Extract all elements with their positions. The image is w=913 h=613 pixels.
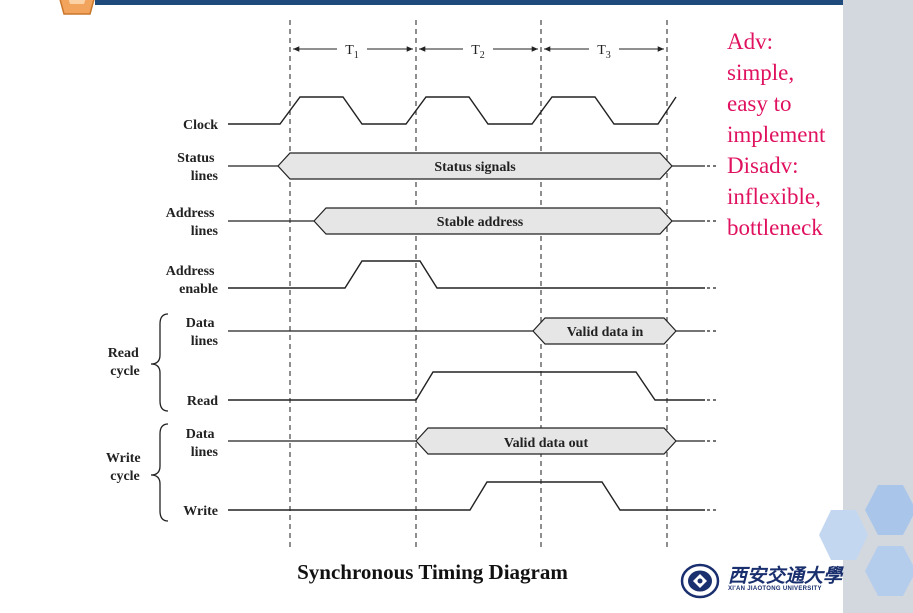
read-data-bus-label: Valid data in	[567, 325, 644, 340]
header-bar	[95, 0, 843, 5]
address-lines-label: Address lines	[166, 206, 219, 239]
university-name-cn: 西安交通大學	[728, 565, 843, 587]
note-line-4: implement	[727, 122, 826, 147]
write-cycle-brace	[150, 423, 169, 522]
period-label-3: T3	[597, 43, 611, 61]
period-label-2: T2	[471, 43, 485, 61]
write-data-bus-label: Valid data out	[504, 436, 589, 451]
university-logo: 西安交通大學 XI'AN JIAOTONG UNIVERSITY	[680, 561, 860, 601]
notes-panel: Adv: simple, easy to implement Disadv: i…	[727, 26, 845, 243]
address-enable-waveform	[228, 260, 705, 289]
note-line-2: simple,	[727, 60, 795, 85]
orange-hexagon-icon	[59, 0, 95, 15]
status-bus-label: Status signals	[434, 160, 516, 175]
read-cycle-brace	[150, 313, 169, 412]
note-line-6: inflexible,	[727, 184, 821, 209]
clock-waveform	[228, 96, 677, 125]
diagram-caption: Synchronous Timing Diagram	[297, 560, 568, 584]
write-waveform	[228, 481, 705, 511]
period-label-1: T1	[345, 43, 359, 61]
write-data-lines-label: Data lines	[186, 427, 219, 460]
status-lines-label: Status lines	[177, 151, 218, 184]
blue-hexagon-icon	[819, 485, 913, 596]
read-data-lines-label: Data lines	[186, 316, 219, 349]
write-cycle-label: Write cycle	[106, 451, 144, 484]
university-seal-icon	[680, 563, 720, 599]
note-line-3: easy to	[727, 91, 792, 116]
note-line-7: bottleneck	[727, 215, 823, 240]
clock-edge-guides	[289, 20, 668, 550]
address-enable-label: Address enable	[166, 264, 218, 297]
write-label: Write	[183, 504, 218, 519]
note-line-1: Adv:	[727, 29, 773, 54]
university-name-en: XI'AN JIAOTONG UNIVERSITY	[728, 586, 822, 592]
read-waveform	[228, 371, 705, 401]
address-bus-label: Stable address	[437, 215, 524, 230]
read-cycle-label: Read cycle	[108, 346, 143, 379]
read-label: Read	[187, 394, 218, 409]
note-line-5: Disadv:	[727, 153, 799, 178]
clock-label: Clock	[183, 118, 218, 133]
